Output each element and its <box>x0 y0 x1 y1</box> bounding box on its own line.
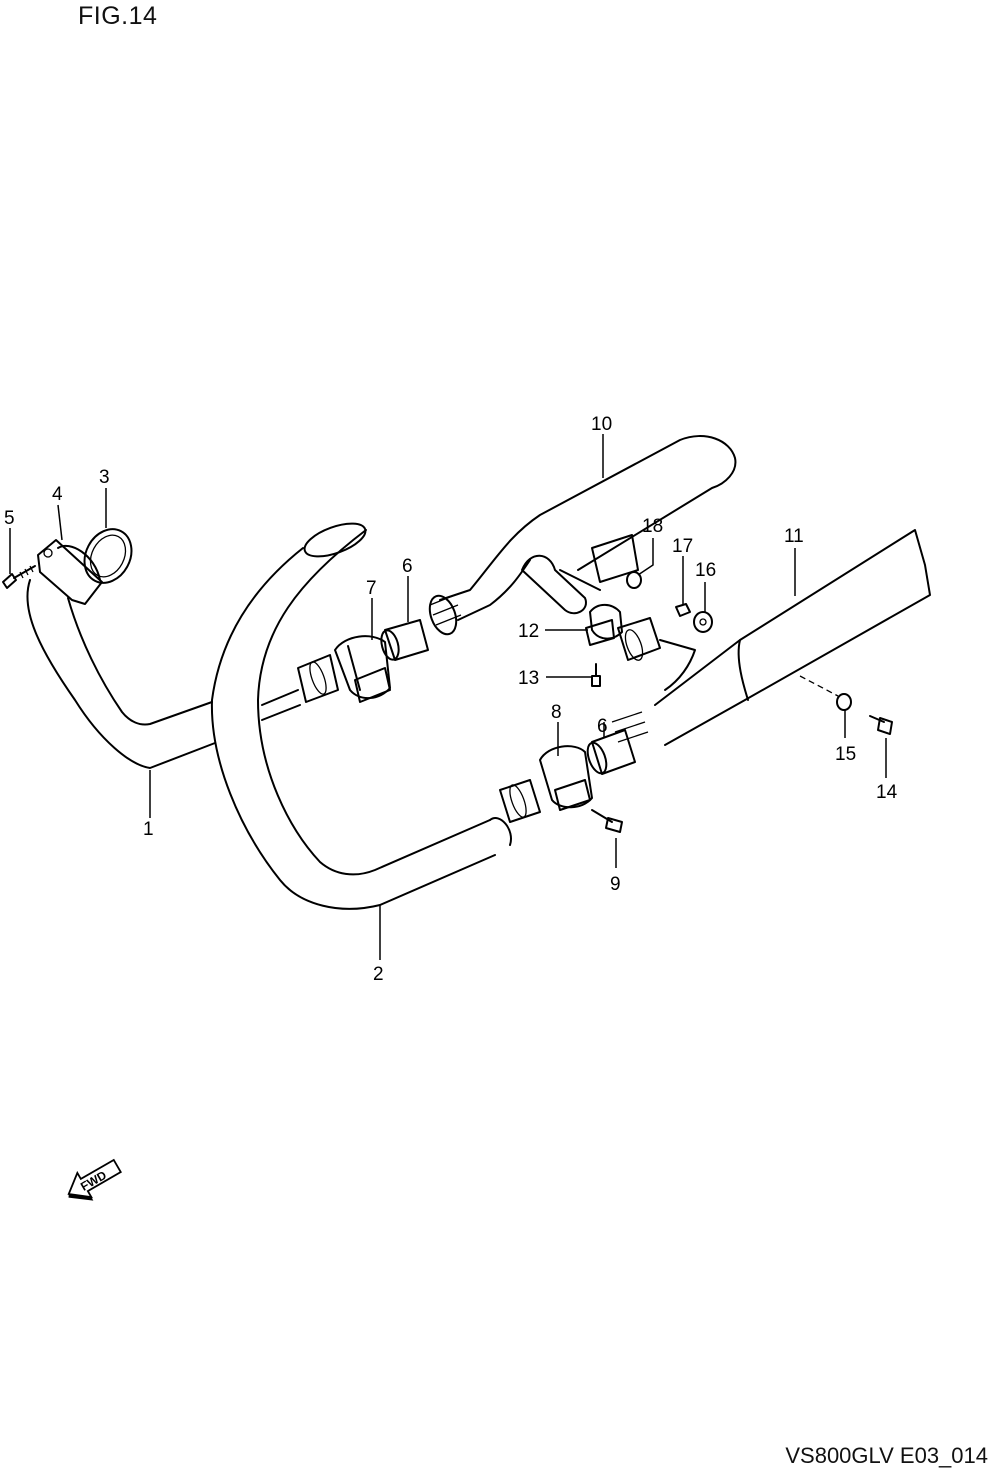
callout-6-left: 6 <box>402 556 413 577</box>
figure-title: FIG.14 <box>78 2 158 30</box>
part-3-exhaust-joint <box>83 528 133 584</box>
callout-16: 16 <box>695 560 716 581</box>
front-connector <box>297 654 339 703</box>
callout-13: 13 <box>518 668 539 689</box>
part-6-gasket-right <box>586 711 649 775</box>
callout-6-right: 6 <box>597 716 608 737</box>
callout-1: 1 <box>143 819 154 840</box>
callout-11: 11 <box>784 526 804 547</box>
part-2-rear-exhaust-pipe <box>210 522 512 910</box>
part-13-bolt <box>591 663 601 687</box>
callout-18: 18 <box>642 516 663 537</box>
part-16-washer <box>693 611 713 633</box>
callout-10: 10 <box>591 414 612 435</box>
part-4-flange <box>37 539 103 605</box>
part-9-bolt <box>591 809 623 833</box>
fwd-arrow-icon: FWD <box>67 1158 122 1201</box>
part-10-rear-muffler <box>428 435 737 636</box>
callout-9: 9 <box>610 874 621 895</box>
diagram-code: VS800GLV E03_014 <box>785 1443 988 1468</box>
part-7-clamp <box>334 635 391 703</box>
callout-7: 7 <box>366 578 377 599</box>
callout-5: 5 <box>4 508 15 529</box>
callout-15: 15 <box>835 744 856 765</box>
callout-2: 2 <box>373 964 384 985</box>
part-8-clamp <box>539 745 593 811</box>
callout-12: 12 <box>518 621 539 642</box>
callout-17: 17 <box>672 536 693 557</box>
part-6-gasket-left <box>380 619 429 661</box>
part-5-bolt <box>2 565 36 589</box>
part-12-clamp <box>585 603 623 646</box>
callout-4: 4 <box>52 484 63 505</box>
part-15-washer <box>836 693 852 711</box>
callout-14: 14 <box>876 782 898 803</box>
part-14-bolt <box>869 715 893 735</box>
rear-connector <box>499 779 541 823</box>
leader-lines <box>9 434 887 960</box>
callout-8: 8 <box>551 702 562 723</box>
part-18-washer <box>626 571 642 589</box>
part-17-nut <box>675 603 691 617</box>
callout-3: 3 <box>99 467 110 488</box>
part-11-front-muffler <box>617 529 931 746</box>
part-1-front-exhaust-pipe <box>26 579 301 769</box>
